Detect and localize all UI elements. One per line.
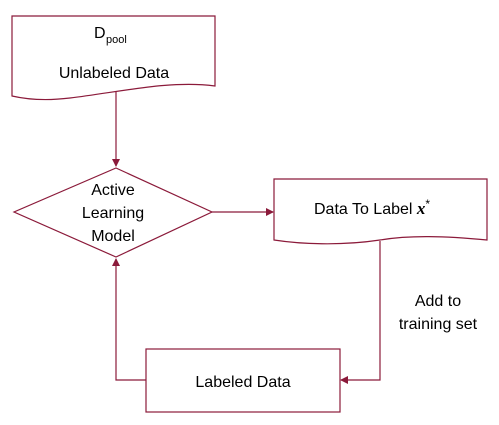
edge-data-to-label-to-labeled (340, 241, 381, 384)
unlabeled-data-label: Unlabeled Data (59, 65, 169, 82)
data-to-label-text: Data To Label x* (314, 197, 430, 218)
pool-title-main: D (94, 25, 106, 42)
data-to-label-superscript: * (425, 197, 430, 211)
labeled-data-node (145, 348, 341, 413)
edge-labeled-to-model (112, 258, 146, 381)
edge-label-line1: Add to (415, 293, 461, 310)
labeled-data-label: Labeled Data (195, 374, 290, 391)
model-label-line1: Active (91, 182, 135, 199)
edge-label-line2: training set (399, 316, 478, 333)
data-to-label-variable: x (416, 199, 426, 218)
data-to-label-prefix: Data To Label (314, 201, 417, 218)
model-label-line2: Learning (82, 205, 144, 222)
data-to-label-node (273, 178, 488, 245)
pool-title-sub: pool (106, 34, 127, 46)
unlabeled-data-node (11, 15, 216, 101)
active-learning-model-node (12, 167, 214, 258)
model-label-line3: Model (91, 228, 135, 245)
